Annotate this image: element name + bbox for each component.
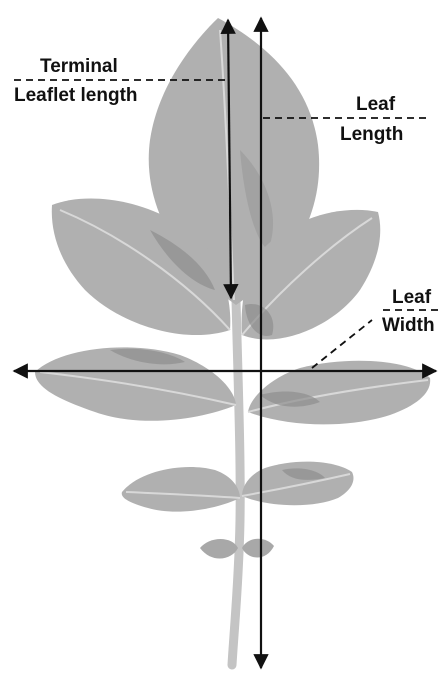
- leaf-width-label-line1: Leaf: [392, 287, 432, 308]
- leaf-width-label-line2: Width: [382, 315, 435, 336]
- leaflet-lower-right: [242, 462, 353, 506]
- leaf-length-label-line2: Length: [340, 124, 403, 145]
- terminal-label-line1: Terminal: [40, 56, 118, 77]
- leaflet-bottom-right: [242, 539, 274, 558]
- leaflet-lower-left: [122, 467, 240, 512]
- leaf-length-label-line1: Leaf: [356, 94, 396, 115]
- terminal-label-line2: Leaflet length: [14, 85, 138, 106]
- compound-leaf: [35, 18, 430, 665]
- leaflet-bottom-left: [200, 539, 238, 559]
